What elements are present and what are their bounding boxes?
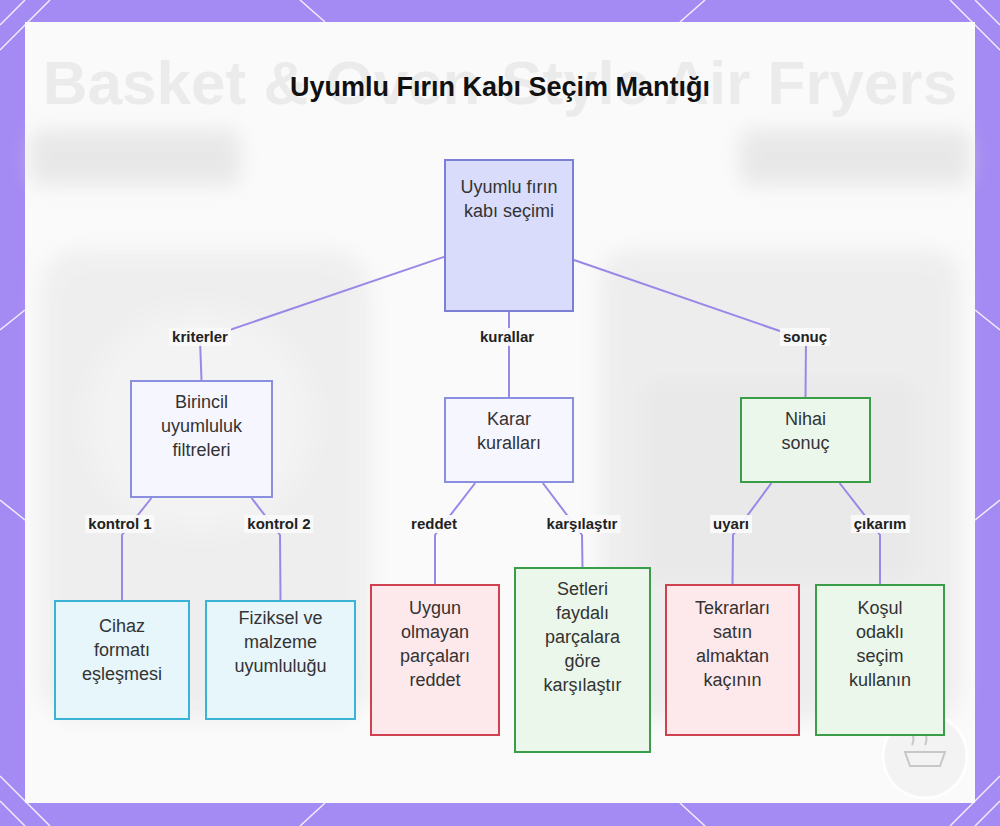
connector-line <box>252 498 281 600</box>
edge-label: kriterler <box>169 328 231 346</box>
node-label: Tekrarları satın almaktan kaçının <box>685 596 780 692</box>
node-label: Karar kuralları <box>461 407 557 455</box>
process-box: Karar kuralları <box>444 397 574 483</box>
node-label: Uygun olmayan parçaları reddet <box>387 596 483 692</box>
node-label: Fiziksel ve malzeme uyumluluğu <box>221 606 340 678</box>
connector-line <box>122 498 151 600</box>
edge-label: kurallar <box>477 328 537 346</box>
process-box: Setleri faydalı parçalara göre karşılaşt… <box>514 567 651 753</box>
edge-label: kontrol 2 <box>244 515 313 533</box>
process-box: Uyumlu fırın kabı seçimi <box>444 159 574 312</box>
process-box: Koşul odaklı seçim kullanın <box>815 584 945 736</box>
node-label: Nihai sonuç <box>762 407 849 455</box>
diagram-title: Uyumlu Fırın Kabı Seçim Mantığı <box>0 70 1000 104</box>
process-box: Tekrarları satın almaktan kaçının <box>665 584 800 736</box>
edge-label: reddet <box>408 515 460 533</box>
node-label: Cihaz formatı eşleşmesi <box>72 614 172 686</box>
node-label: Uyumlu fırın kabı seçimi <box>460 175 558 223</box>
node-label: Birincil uyumluluk filtreleri <box>144 390 259 462</box>
process-box: Uygun olmayan parçaları reddet <box>370 584 500 736</box>
process-box: Birincil uyumluluk filtreleri <box>130 380 273 498</box>
process-box: Fiziksel ve malzeme uyumluluğu <box>205 600 356 720</box>
connector-line <box>733 483 772 584</box>
edge-label: karşılaştır <box>544 515 621 533</box>
node-label: Setleri faydalı parçalara göre karşılaşt… <box>536 577 629 697</box>
connector-line <box>200 257 444 380</box>
connector-line <box>435 483 475 584</box>
process-box: Cihaz formatı eşleşmesi <box>54 600 190 720</box>
edge-label: kontrol 1 <box>85 515 154 533</box>
connector-line <box>840 483 880 584</box>
connector-line <box>574 260 806 397</box>
edge-label: sonuç <box>780 328 830 346</box>
edge-label: uyarı <box>710 515 752 533</box>
canvas-area <box>25 22 975 803</box>
process-box: Nihai sonuç <box>740 397 871 483</box>
edge-label: çıkarım <box>851 515 910 533</box>
connector-line <box>508 312 510 397</box>
node-label: Koşul odaklı seçim kullanın <box>835 596 925 692</box>
